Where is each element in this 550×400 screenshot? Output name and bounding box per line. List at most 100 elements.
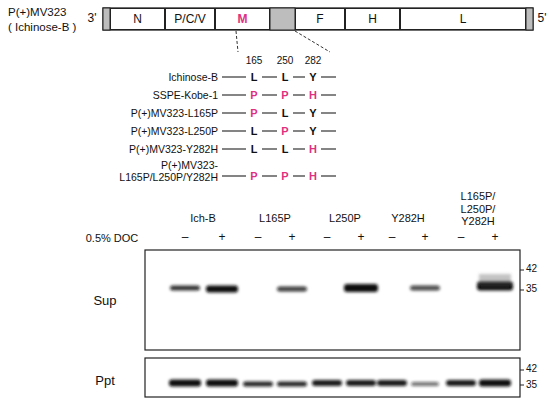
protein-band: [170, 286, 200, 291]
residue-letter: H: [309, 89, 317, 102]
protein-band: [344, 284, 378, 292]
band-smear: [479, 274, 511, 286]
marker-ticks: [520, 270, 524, 385]
lane-label: L250P: [329, 212, 361, 225]
residue-letter: P: [250, 170, 257, 183]
protein-band: [169, 380, 201, 387]
residue-letter: H: [309, 143, 317, 156]
treatment-sign: +: [218, 231, 225, 245]
strain-label: P(+)MV323-Y282H: [129, 143, 218, 155]
sequence-line: [321, 94, 336, 95]
protein-band: [312, 380, 342, 386]
marker-size: 35: [526, 379, 537, 391]
residue-letter: L: [282, 107, 289, 120]
sequence-line: [293, 130, 305, 131]
treatment-sign: +: [288, 231, 295, 245]
marker-size: 42: [526, 263, 537, 275]
fraction-label: Sup: [93, 294, 116, 309]
protein-band: [446, 380, 476, 386]
sequence-line: [222, 175, 246, 176]
strain-label: Ichinose-B: [168, 71, 218, 83]
protein-band: [410, 286, 440, 291]
residue-letter: L: [251, 143, 258, 156]
residue-letter: L: [251, 125, 258, 138]
residue-number: 250: [277, 55, 294, 67]
sequence-line: [222, 94, 246, 95]
sequence-line: [262, 148, 277, 149]
blot-bands: [169, 274, 513, 387]
protein-band: [206, 380, 238, 387]
sequence-line: [222, 76, 246, 77]
residue-letter: P: [281, 170, 288, 183]
sequence-line: [222, 130, 246, 131]
lane-label: Y282H: [391, 212, 425, 225]
sequence-line: [262, 76, 277, 77]
gene-name: N: [133, 12, 142, 26]
genome-bar: [103, 8, 533, 30]
sequence-line: [321, 112, 336, 113]
protein-band: [411, 382, 439, 386]
lane-label: Ich-B: [190, 212, 216, 225]
sequence-line: [293, 148, 305, 149]
gene-box: M: [215, 8, 270, 30]
protein-band: [377, 380, 407, 386]
sequence-line: [222, 148, 246, 149]
strain-label: P(+)MV323-L250P: [131, 125, 218, 137]
blot-panel: [145, 358, 520, 397]
gene-box: H: [345, 8, 400, 30]
residue-letter: P: [250, 89, 257, 102]
zoom-line: [236, 31, 238, 52]
treatment-sign: +: [421, 231, 428, 245]
sequence-line: [293, 94, 305, 95]
strain-label: P(+)MV323- L165P/L250P/Y282H: [118, 159, 218, 183]
marker-tick: [520, 270, 524, 271]
gene-name: L: [460, 12, 467, 26]
residue-letter: L: [282, 143, 289, 156]
protein-band: [206, 286, 238, 293]
sequence-line: [262, 175, 277, 176]
strain-label: SSPE-Kobe-1: [153, 89, 218, 101]
gene-name: M: [238, 12, 248, 26]
gene-box: L: [400, 8, 526, 30]
residue-number: 282: [305, 55, 322, 67]
marker-size: 42: [526, 363, 537, 375]
zoom-line: [295, 31, 330, 52]
blot-panel: [145, 250, 520, 350]
residue-letter: P: [281, 89, 288, 102]
gene-name: H: [368, 12, 377, 26]
treatment-sign: +: [491, 231, 498, 245]
residue-letter: L: [251, 71, 258, 84]
treatment-sign: –: [182, 231, 189, 245]
sequence-line: [222, 112, 246, 113]
sequence-line: [262, 130, 277, 131]
treatment-sign: +: [357, 231, 364, 245]
marker-tick: [520, 385, 524, 386]
terminus-label: 3': [88, 12, 97, 26]
gene-box: F: [295, 8, 345, 30]
lane-label: L165P/ L250P/ Y282H: [456, 190, 500, 228]
treatment-sign: –: [324, 231, 331, 245]
treatment-sign: –: [458, 231, 465, 245]
protein-band: [243, 382, 273, 387]
residue-letter: L: [282, 71, 289, 84]
leader-region: [103, 8, 110, 30]
construct-name: P(+)MV323: [8, 6, 66, 19]
sequence-line: [321, 76, 336, 77]
marker-size: 35: [526, 283, 537, 295]
strain-label: P(+)MV323-L165P: [131, 107, 218, 119]
gene-box: N: [110, 8, 165, 30]
gene-name: F: [316, 12, 323, 26]
strain-name: ( Ichinose-B ): [8, 21, 76, 34]
protein-band: [277, 382, 307, 387]
lane-label: L165P: [259, 212, 291, 225]
residue-letter: H: [309, 170, 317, 183]
residue-letter: P: [250, 107, 257, 120]
protein-band: [277, 287, 307, 292]
gene-name: P/C/V: [174, 12, 205, 26]
treatment-sign: –: [389, 231, 396, 245]
residue-letter: Y: [309, 125, 316, 138]
residue-letter: P: [281, 125, 288, 138]
fraction-label: Ppt: [95, 374, 115, 389]
sequence-line: [293, 112, 305, 113]
treatment-label: 0.5% DOC: [86, 232, 139, 245]
